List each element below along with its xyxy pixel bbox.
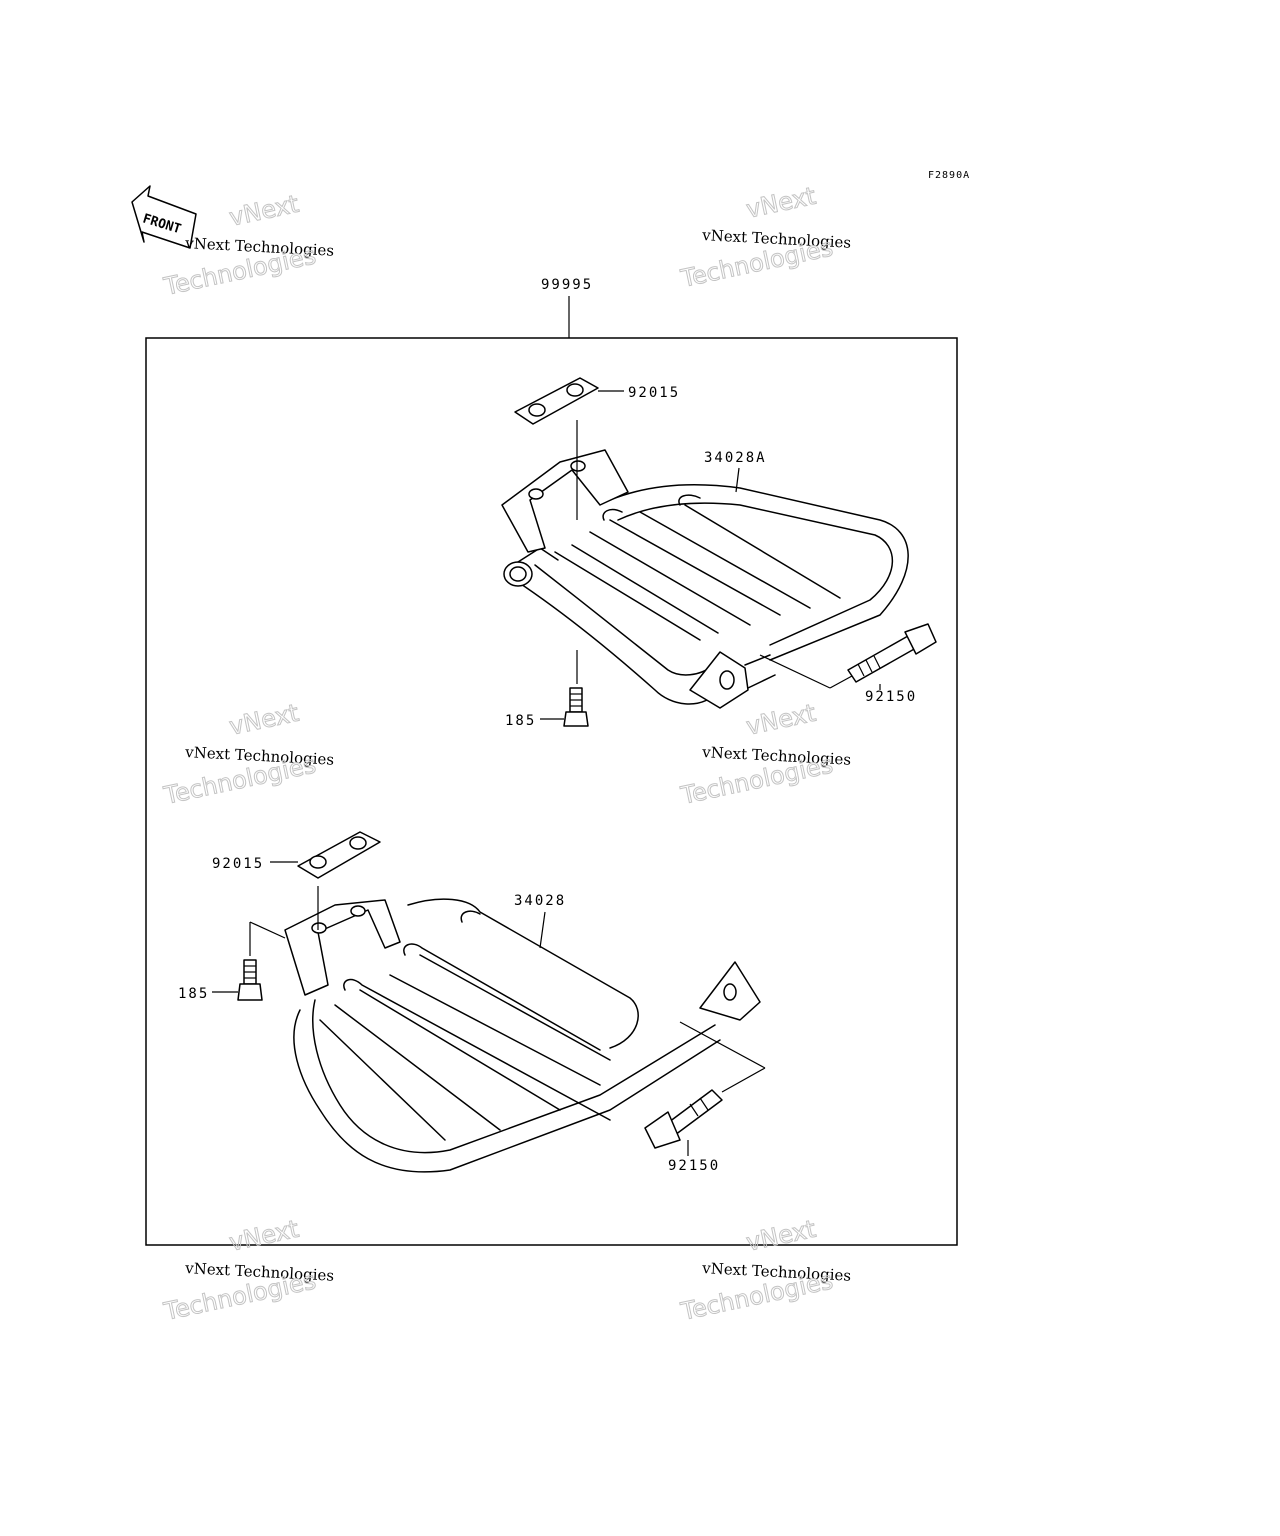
label-185-top: 185 bbox=[505, 713, 536, 729]
label-92015-bottom: 92015 bbox=[212, 856, 264, 872]
watermark-1: vNext vNext Technologies Technologies bbox=[160, 189, 334, 301]
label-92150-top: 92150 bbox=[865, 689, 917, 705]
label-34028A: 34028A bbox=[704, 450, 767, 466]
watermark-3: vNext vNext Technologies Technologies bbox=[160, 698, 334, 810]
figure-code: F2890A bbox=[928, 170, 970, 181]
front-arrow-icon: FRONT bbox=[131, 185, 197, 249]
top-rack-34028A bbox=[501, 449, 909, 709]
svg-text:vNext: vNext bbox=[744, 182, 818, 224]
svg-text:vNext: vNext bbox=[227, 699, 301, 741]
bottom-bolt-92150 bbox=[644, 1089, 723, 1149]
bottom-rack-34028 bbox=[284, 898, 761, 1173]
watermark-6: vNext vNext Technologies Technologies bbox=[677, 1214, 851, 1326]
svg-text:vNext: vNext bbox=[744, 1215, 818, 1257]
bottom-bolt-185 bbox=[237, 959, 263, 1001]
kit-frame bbox=[145, 337, 958, 1246]
svg-text:vNext: vNext bbox=[227, 190, 301, 232]
label-34028: 34028 bbox=[514, 893, 566, 909]
label-185-bottom: 185 bbox=[178, 986, 209, 1002]
top-bolt-185 bbox=[563, 687, 589, 727]
watermark-5: vNext vNext Technologies Technologies bbox=[160, 1214, 334, 1326]
svg-text:vNext: vNext bbox=[744, 699, 818, 741]
bottom-pad-92015 bbox=[297, 831, 381, 879]
label-92150-bottom: 92150 bbox=[668, 1158, 720, 1174]
label-92015-top: 92015 bbox=[628, 385, 680, 401]
label-99995: 99995 bbox=[541, 277, 593, 293]
top-pad-92015 bbox=[514, 377, 599, 425]
watermark-2: vNext vNext Technologies Technologies bbox=[677, 181, 851, 293]
top-bolt-92150 bbox=[847, 623, 937, 683]
svg-text:vNext: vNext bbox=[227, 1215, 301, 1257]
watermark-4: vNext vNext Technologies Technologies bbox=[677, 698, 851, 810]
